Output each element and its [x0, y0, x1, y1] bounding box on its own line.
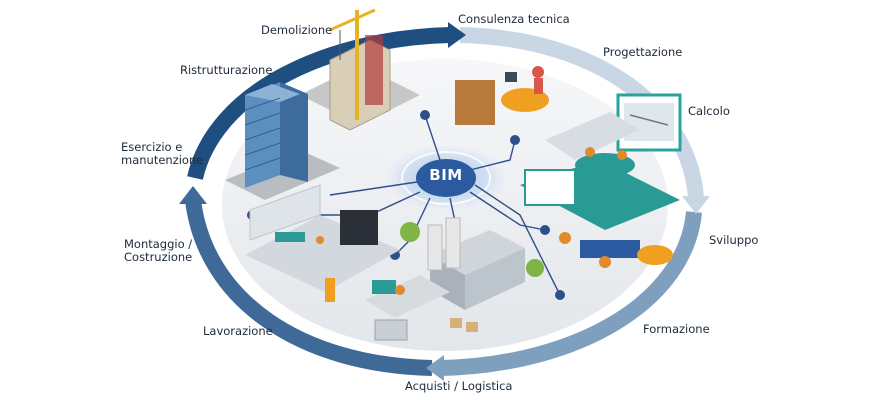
- label-formazione: Formazione: [643, 322, 710, 336]
- connector-building: [329, 181, 418, 196]
- label-progettazione: Progettazione: [603, 45, 683, 59]
- label-ristrutturazione: Ristrutturazione: [180, 63, 273, 77]
- ring-segment-top-left: [187, 27, 451, 180]
- dot-sviluppo: [555, 290, 565, 300]
- scene-building: [225, 82, 340, 200]
- ring-arrow-right: [682, 196, 710, 214]
- label-acquisti-logistica: Acquisti / Logistica: [405, 379, 513, 393]
- label-demolizione: Demolizione: [261, 23, 333, 37]
- scene-formazione: [520, 160, 680, 268]
- dot-consulenza: [420, 110, 430, 120]
- label-esercizio-line1: Esercizio e: [121, 140, 183, 154]
- label-montaggio-costruzione: Montaggio / Costruzione: [124, 238, 192, 264]
- dot-formazione: [540, 225, 550, 235]
- connector-sviluppo: [474, 184, 561, 296]
- scene-calcolo: [616, 93, 682, 152]
- scene-logistica: [400, 217, 544, 332]
- connector-dots: [247, 110, 565, 300]
- scene-consulenza: [455, 66, 549, 125]
- label-montaggio-line1: Montaggio /: [124, 237, 193, 251]
- scene-montaggio: [245, 184, 400, 302]
- label-lavorazione: Lavorazione: [203, 324, 273, 338]
- label-esercizio-manutenzione: Esercizio e manutenzione: [121, 141, 203, 167]
- bim-node: [416, 159, 476, 197]
- ring-arrow-top: [448, 22, 466, 48]
- label-esercizio-line2: manutenzione: [121, 153, 204, 167]
- connector-progettazione: [469, 139, 516, 171]
- connector-consulenza: [424, 114, 441, 161]
- scene-lavorazione: [365, 275, 450, 341]
- lifecycle-ring: [179, 22, 710, 381]
- label-montaggio-line2: Costruzione: [124, 250, 193, 264]
- bim-label: BIM: [429, 166, 463, 184]
- dot-progettazione: [510, 135, 520, 145]
- ring-segment-top-right: [459, 27, 704, 199]
- label-consulenza-tecnica: Consulenza tecnica: [458, 12, 570, 26]
- ring-segment-bottom-right: [439, 211, 702, 376]
- label-calcolo: Calcolo: [688, 104, 730, 118]
- scene-demolizione: [300, 8, 420, 131]
- label-sviluppo: Sviluppo: [709, 233, 759, 247]
- ring-arrow-left: [179, 186, 207, 204]
- ring-arrow-bottom: [426, 355, 444, 381]
- ring-segment-bottom-left: [185, 198, 433, 376]
- connector-formazione: [469, 191, 546, 231]
- bim-ring: [401, 151, 491, 205]
- bim-hub: [376, 140, 516, 216]
